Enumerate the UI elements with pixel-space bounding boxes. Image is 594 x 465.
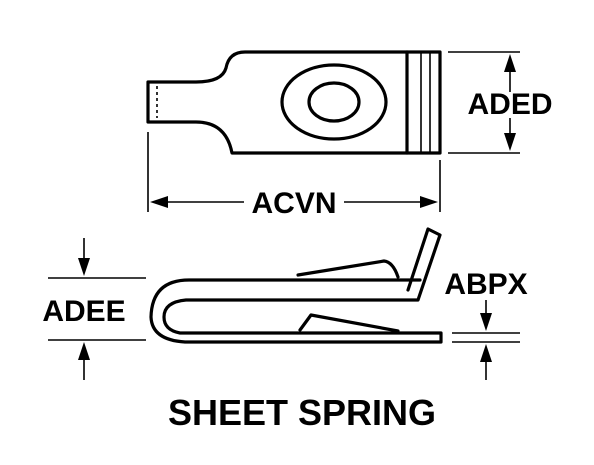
mounting-hole-outer <box>280 63 388 141</box>
dimension-acvn: ACVN <box>147 132 441 220</box>
mounting-hole-inner <box>307 81 361 123</box>
acvn-label: ACVN <box>251 187 336 220</box>
dimension-aded: ADED <box>448 51 553 154</box>
arrowhead-up <box>480 344 492 362</box>
arrowhead-down <box>480 313 492 331</box>
arrowhead-up <box>504 54 516 72</box>
spring-side-outline <box>149 227 443 344</box>
arrowhead-down <box>504 133 516 151</box>
upper-barb <box>296 259 400 279</box>
side-view <box>149 227 443 344</box>
arrowhead-down <box>78 258 90 276</box>
aded-label: ADED <box>467 88 552 121</box>
drawing-title: SHEET SPRING <box>168 392 436 433</box>
arrowhead-left <box>150 196 168 208</box>
lower-barb <box>298 313 400 333</box>
dimension-abpx: ABPX <box>444 268 528 380</box>
arrowhead-up <box>78 342 90 360</box>
top-view <box>146 50 442 155</box>
arrowhead-right <box>420 196 438 208</box>
spring-top-outline <box>146 50 442 155</box>
adee-label: ADEE <box>42 295 125 328</box>
dimension-adee: ADEE <box>42 238 146 380</box>
abpx-label: ABPX <box>444 268 527 301</box>
